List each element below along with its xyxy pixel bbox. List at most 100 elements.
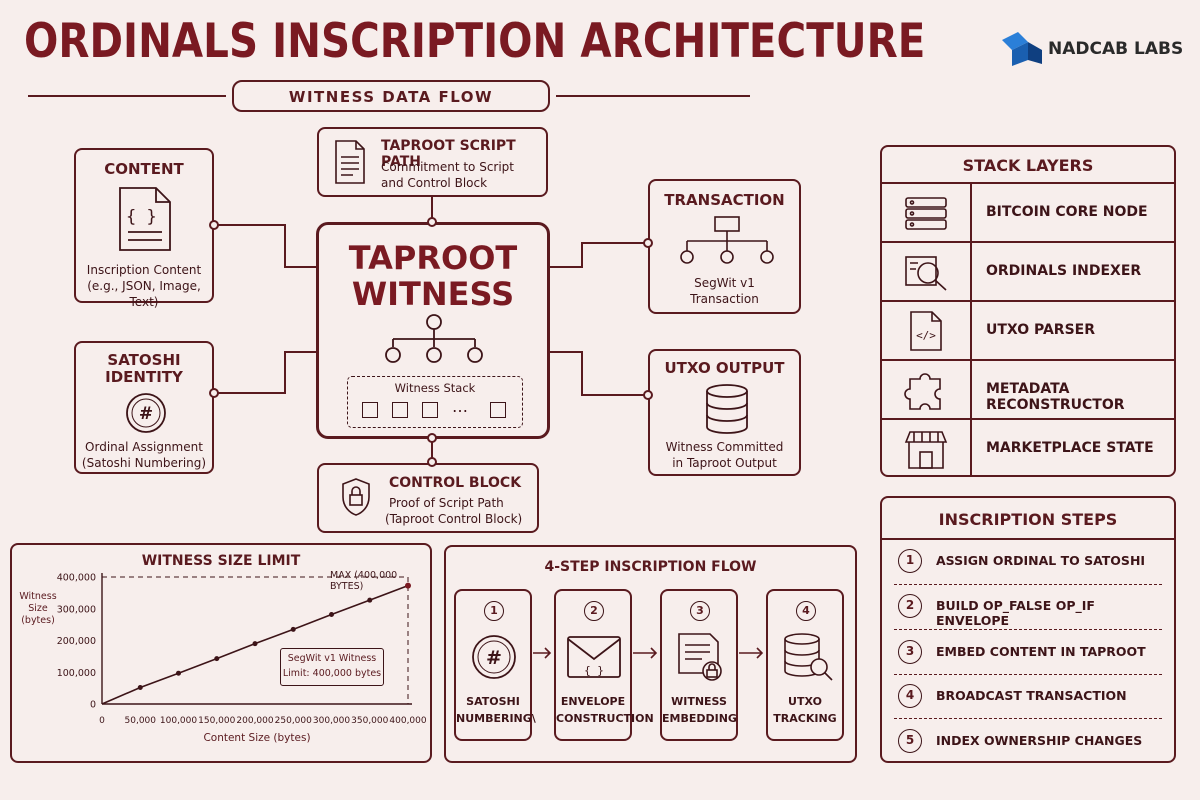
x-tick-label: 250,000: [275, 716, 312, 726]
step-divider: [894, 718, 1162, 719]
data-point: [290, 626, 296, 632]
flow-step-label-1: WITNESS: [671, 695, 727, 708]
x-tick-label: 100,000: [160, 716, 197, 726]
stack-layer-row: BITCOIN CORE NODE: [882, 182, 1174, 241]
stack-layer-row: </> UTXO PARSER: [882, 300, 1174, 359]
stack-layer-row: MARKETPLACE STATE: [882, 418, 1174, 477]
header-rule-right: [556, 95, 750, 97]
hash-coin-icon: #: [126, 393, 166, 433]
annotation-line1: SegWit v1 Witness: [287, 653, 377, 664]
stack-layer-row: METADATA RECONSTRUCTOR: [882, 359, 1174, 418]
stack-slot: [362, 402, 378, 418]
taproot-script-path-node: TAPROOT SCRIPT PATH Commitment to Script…: [317, 127, 548, 197]
step-divider: [894, 674, 1162, 675]
y-tick-label: 0: [90, 700, 96, 711]
satoshi-identity-node: SATOSHI IDENTITY # Ordinal Assignment (S…: [74, 341, 214, 474]
step-number: 1: [898, 549, 922, 573]
logo-icon: [1002, 32, 1042, 66]
envelope-icon: { }: [567, 636, 621, 678]
step-number: 3: [898, 640, 922, 664]
steps-title-rule: [882, 538, 1174, 540]
chart-ylabel-2: Size: [28, 603, 48, 614]
chart-ylabel-3: (bytes): [21, 615, 55, 626]
document-lock-icon: [678, 633, 722, 681]
chart-ylabel-1: Witness: [19, 591, 57, 602]
step-label: ASSIGN ORDINAL TO SATOSHI: [936, 553, 1146, 568]
stack-layer-label: MARKETPLACE STATE: [986, 440, 1154, 456]
connector-dot: [209, 388, 219, 398]
stack-slot: [392, 402, 408, 418]
script-path-title: TAPROOT SCRIPT PATH: [381, 138, 516, 170]
chart-title: WITNESS SIZE LIMIT: [141, 553, 301, 569]
inscription-step: 3 EMBED CONTENT IN TAPROOT: [894, 631, 1162, 675]
inscription-step: 4 BROADCAST TRANSACTION: [894, 675, 1162, 719]
center-title-line1: TAPROOT: [348, 239, 518, 277]
utxo-output-node: UTXO OUTPUT Witness Committed in Taproot…: [648, 349, 801, 476]
page-title: ORDINALS INSCRIPTION ARCHITECTURE: [24, 14, 926, 69]
flow-title: 4-STEP INSCRIPTION FLOW: [544, 559, 757, 575]
shield-lock-icon: [342, 478, 370, 516]
transaction-title: TRANSACTION: [664, 191, 785, 209]
storefront-icon: [904, 431, 948, 469]
witness-stack-label: Witness Stack: [394, 381, 476, 395]
data-point: [176, 670, 181, 676]
stack-layer-label: BITCOIN CORE NODE: [986, 204, 1148, 220]
stack-ellipsis: …: [452, 397, 468, 416]
flow-step-label-2: TRACKING: [773, 712, 837, 725]
content-title: CONTENT: [104, 160, 184, 178]
connector-dot: [643, 238, 653, 248]
transaction-node: TRANSACTION SegWit v1 Transaction: [648, 179, 801, 314]
flow-step-label-2: NUMBERING\: [456, 712, 536, 725]
svg-text:#: #: [486, 647, 502, 669]
data-point: [405, 582, 411, 589]
svg-text:#: #: [139, 404, 153, 424]
step-label: INDEX OWNERSHIP CHANGES: [936, 733, 1143, 748]
flow-step-label-1: ENVELOPE: [560, 695, 626, 708]
flow-step-number: 1: [484, 601, 504, 621]
connector-dot: [427, 217, 437, 227]
subtitle-pill: WITNESS DATA FLOW: [232, 80, 550, 112]
script-path-desc-2: and Control Block: [381, 176, 488, 190]
step-label: EMBED CONTENT IN TAPROOT: [936, 644, 1146, 659]
control-desc-1: Proof of Script Path: [389, 496, 504, 510]
center-title-line2: WITNESS: [351, 275, 515, 313]
connector-dot: [209, 220, 219, 230]
inscription-steps-title: INSCRIPTION STEPS: [938, 510, 1118, 529]
database-search-icon: [784, 633, 833, 681]
svg-text:{ }: { }: [584, 664, 604, 677]
data-point: [214, 656, 220, 662]
chart-annotation: SegWit v1 Witness Limit: 400,000 bytes: [280, 648, 384, 686]
x-tick-label: 150,000: [198, 716, 235, 726]
flow-step-number: 3: [690, 601, 710, 621]
satoshi-desc-2: (Satoshi Numbering): [81, 456, 207, 470]
chart-max-label: MAX (400,000 BYTES): [330, 570, 398, 592]
stack-layers-panel: STACK LAYERS BITCOIN CORE NODE ORDINALS …: [880, 145, 1176, 477]
satoshi-desc-1: Ordinal Assignment: [85, 440, 203, 454]
step-number: 2: [898, 594, 922, 618]
hash-coin-icon: #: [472, 635, 516, 679]
y-tick-label: 100,000: [57, 668, 96, 679]
document-code-icon: { }: [119, 187, 171, 251]
x-tick-label: 400,000: [389, 716, 426, 726]
step-divider: [894, 584, 1162, 585]
satoshi-title-2: IDENTITY: [105, 368, 183, 386]
stack-layer-row: ORDINALS INDEXER: [882, 241, 1174, 300]
svg-text:</>: </>: [916, 329, 936, 342]
data-point: [329, 611, 334, 617]
svg-text:{ }: { }: [126, 207, 157, 227]
connector-dot: [427, 433, 437, 443]
stack-layer-label: ORDINALS INDEXER: [986, 263, 1142, 279]
code-file-icon: </>: [910, 311, 942, 351]
satoshi-title-1: SATOSHI: [107, 351, 181, 369]
data-point: [137, 684, 143, 690]
stack-layer-label: METADATA RECONSTRUCTOR: [986, 381, 1125, 413]
transaction-desc-1: SegWit v1: [694, 276, 755, 290]
inscription-steps-panel: INSCRIPTION STEPS 1 ASSIGN ORDINAL TO SA…: [880, 496, 1176, 763]
flow-step-label-2: CONSTRUCTION: [556, 712, 654, 725]
stack-layer-label: UTXO PARSER: [986, 322, 1096, 338]
taproot-witness-box: TAPROOT WITNESS Witness Stack …: [316, 222, 550, 439]
x-tick-label: 300,000: [313, 716, 350, 726]
step-label: BROADCAST TRANSACTION: [936, 688, 1127, 703]
x-tick-label: 200,000: [236, 716, 273, 726]
